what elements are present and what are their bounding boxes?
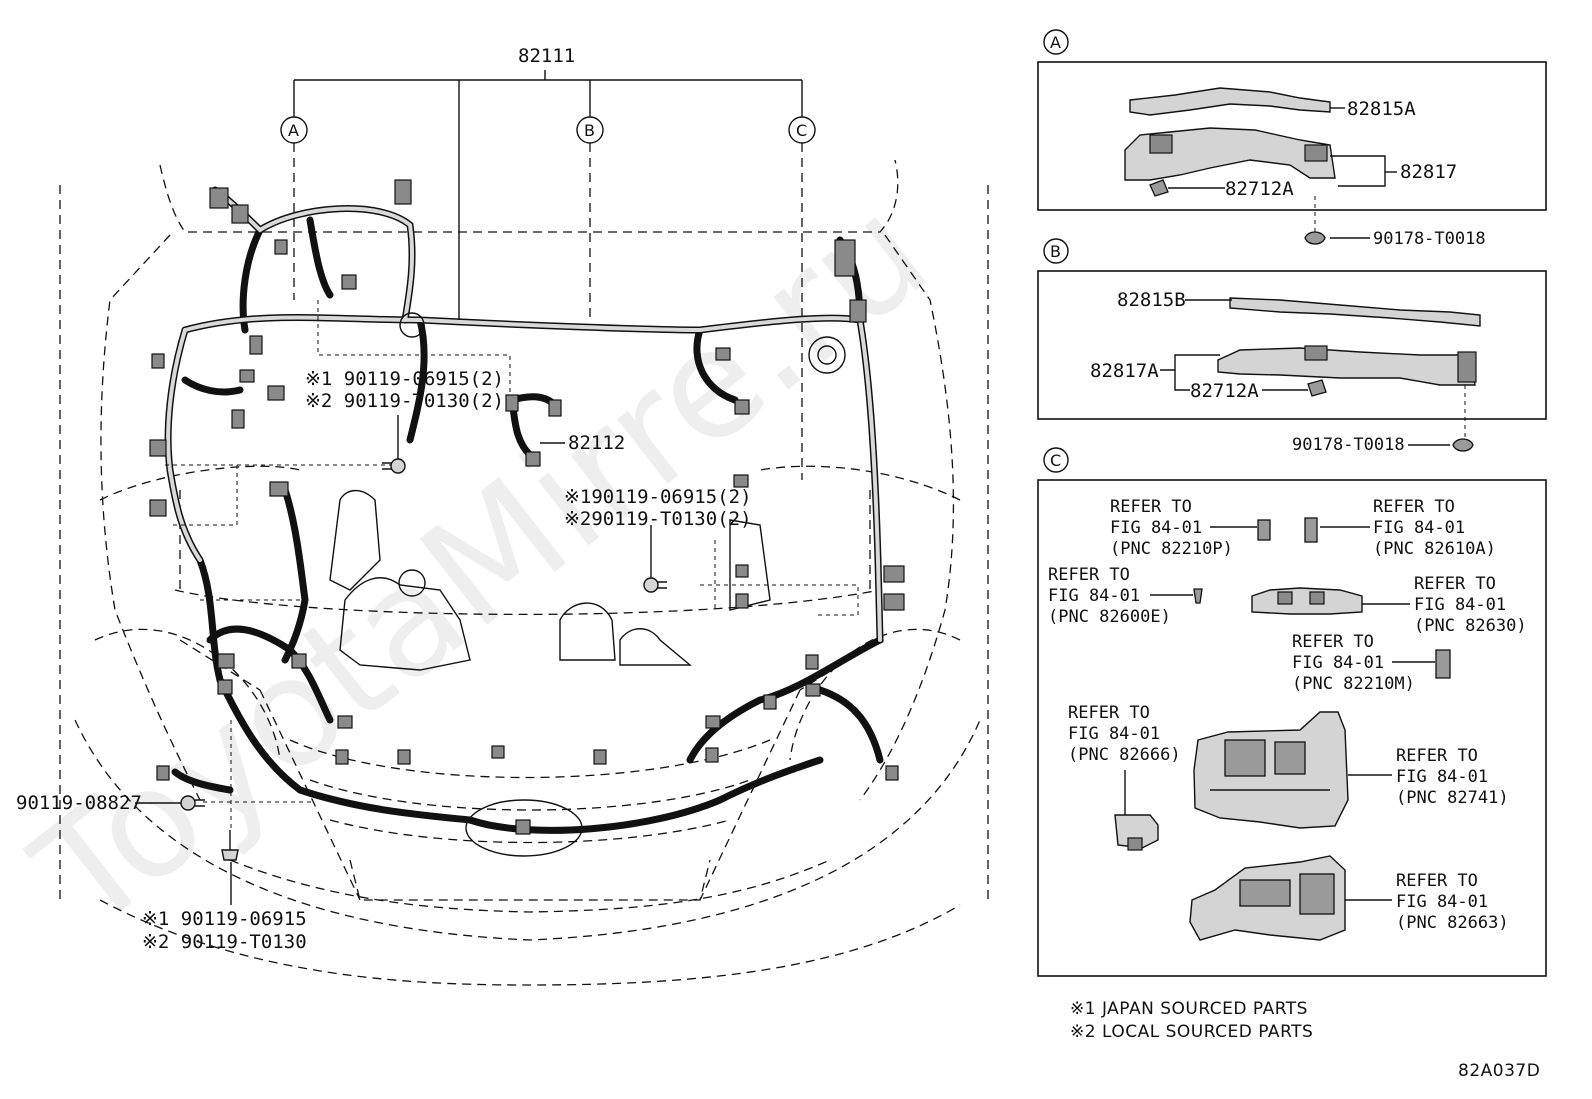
ref-82600e-l2: FIG 84-01 bbox=[1048, 586, 1140, 606]
ref-82630-l1: REFER TO bbox=[1414, 574, 1496, 594]
left-bolt-note-1: ※1 90119-06915(2) bbox=[305, 368, 504, 390]
legend-note-2: ※2 LOCAL SOURCED PARTS bbox=[1070, 1022, 1313, 1042]
part-82815b bbox=[1229, 297, 1481, 327]
ref-82630-l3: (PNC 82630) bbox=[1414, 616, 1527, 636]
ref-82741-l1: REFER TO bbox=[1396, 746, 1478, 766]
callout-b-circle bbox=[576, 116, 604, 144]
part-82666 bbox=[1114, 814, 1159, 849]
left-bolt-note-2: ※2 90119-T0130(2) bbox=[305, 390, 504, 412]
ref-82741-l3: (PNC 82741) bbox=[1396, 788, 1509, 808]
panel-b: B 82815B 82817A 82712A 90178-T0018 bbox=[1037, 238, 1547, 455]
ref-82600e-l1: REFER TO bbox=[1048, 565, 1130, 585]
right-bolt-note-2: ※290119-T0130(2) bbox=[564, 508, 752, 530]
callout-c-circle bbox=[788, 116, 816, 144]
callout-b: B bbox=[584, 121, 595, 140]
wire-harness-82111 bbox=[164, 186, 884, 834]
vehicle-outline bbox=[59, 159, 989, 986]
ref-82610a-l2: FIG 84-01 bbox=[1373, 518, 1465, 538]
part-82815a bbox=[1129, 87, 1331, 116]
part-82610a bbox=[1304, 517, 1318, 543]
part-82210p bbox=[1257, 519, 1271, 541]
ref-82210p-l1: REFER TO bbox=[1110, 497, 1192, 517]
ref-82610a-l3: (PNC 82610A) bbox=[1373, 539, 1496, 559]
panel-a-tag: A bbox=[1050, 33, 1061, 52]
panel-b-82815b: 82815B bbox=[1117, 289, 1186, 311]
ref-82666-l2: FIG 84-01 bbox=[1068, 724, 1160, 744]
engine-components bbox=[329, 489, 771, 671]
figure-code: 82A037D bbox=[1458, 1061, 1540, 1081]
callout-a: A bbox=[288, 121, 299, 140]
panel-b-82817a: 82817A bbox=[1090, 360, 1159, 382]
guide-lines bbox=[165, 300, 859, 830]
label-90119-08827: 90119-08827 bbox=[16, 792, 142, 814]
wire-harness-82112 bbox=[505, 393, 562, 467]
watermark: ToyotaMirre.ru bbox=[4, 165, 959, 964]
ref-82663-l3: (PNC 82663) bbox=[1396, 913, 1509, 933]
callout-c: C bbox=[796, 121, 807, 140]
panel-b-90178-t0018: 90178-T0018 bbox=[1292, 435, 1405, 455]
part-82741 bbox=[1193, 711, 1349, 829]
part-82817 bbox=[1124, 127, 1336, 181]
panel-a-90178-t0018: 90178-T0018 bbox=[1373, 229, 1486, 249]
ref-82210m-l2: FIG 84-01 bbox=[1292, 653, 1384, 673]
part-82600e bbox=[1193, 588, 1203, 604]
panel-c: C REFER TO FIG 84-01 (PNC 82210P) REFER … bbox=[1037, 447, 1547, 977]
bolt-bottom bbox=[221, 830, 239, 905]
panel-a-82815a: 82815A bbox=[1347, 98, 1416, 120]
bottom-bolt-note-1: ※1 90119-06915 bbox=[142, 908, 307, 930]
legend-note-1: ※1 JAPAN SOURCED PARTS bbox=[1070, 999, 1308, 1019]
ref-82610a-l1: REFER TO bbox=[1373, 497, 1455, 517]
label-82112: 82112 bbox=[568, 432, 625, 454]
clip-90178-t0018-a bbox=[1304, 231, 1326, 245]
callout-tree: 82111 A B C bbox=[280, 45, 816, 480]
ref-82630-l2: FIG 84-01 bbox=[1414, 595, 1506, 615]
panel-a-82817: 82817 bbox=[1400, 161, 1457, 183]
bolt-center-right bbox=[643, 525, 667, 593]
ref-82210p-l2: FIG 84-01 bbox=[1110, 518, 1202, 538]
right-bolt-note-1: ※190119-06915(2) bbox=[564, 486, 752, 508]
ref-82666-l1: REFER TO bbox=[1068, 703, 1150, 723]
part-82712a bbox=[1149, 179, 1169, 197]
ref-82210p-l3: (PNC 82210P) bbox=[1110, 539, 1233, 559]
ref-82600e-l3: (PNC 82600E) bbox=[1048, 607, 1171, 627]
part-82210m bbox=[1435, 649, 1451, 679]
ref-82663-l1: REFER TO bbox=[1396, 871, 1478, 891]
ref-82663-l2: FIG 84-01 bbox=[1396, 892, 1488, 912]
ref-82210m-l1: REFER TO bbox=[1292, 632, 1374, 652]
panel-b-82712a: 82712A bbox=[1190, 380, 1259, 402]
panel-a: A 82815A 82817 82712A 90178-T0018 bbox=[1037, 29, 1547, 249]
bolts bbox=[135, 415, 667, 905]
connectors bbox=[149, 179, 905, 835]
bolt-90119-08827 bbox=[135, 795, 205, 811]
panel-c-tag: C bbox=[1050, 451, 1061, 470]
ref-82741-l2: FIG 84-01 bbox=[1396, 767, 1488, 787]
ref-82666-l3: (PNC 82666) bbox=[1068, 745, 1181, 765]
ref-82210m-l3: (PNC 82210M) bbox=[1292, 674, 1415, 694]
label-82111: 82111 bbox=[518, 45, 575, 67]
part-82630 bbox=[1251, 587, 1363, 615]
clip-90178-t0018-b bbox=[1452, 438, 1474, 452]
panel-b-tag: B bbox=[1050, 242, 1061, 261]
panel-a-82712a: 82712A bbox=[1225, 178, 1294, 200]
callout-a-circle bbox=[280, 116, 308, 144]
bottom-bolt-note-2: ※2 90119-T0130 bbox=[142, 931, 307, 953]
bolt-left-upper bbox=[382, 415, 406, 474]
part-82712a-b bbox=[1307, 379, 1327, 397]
